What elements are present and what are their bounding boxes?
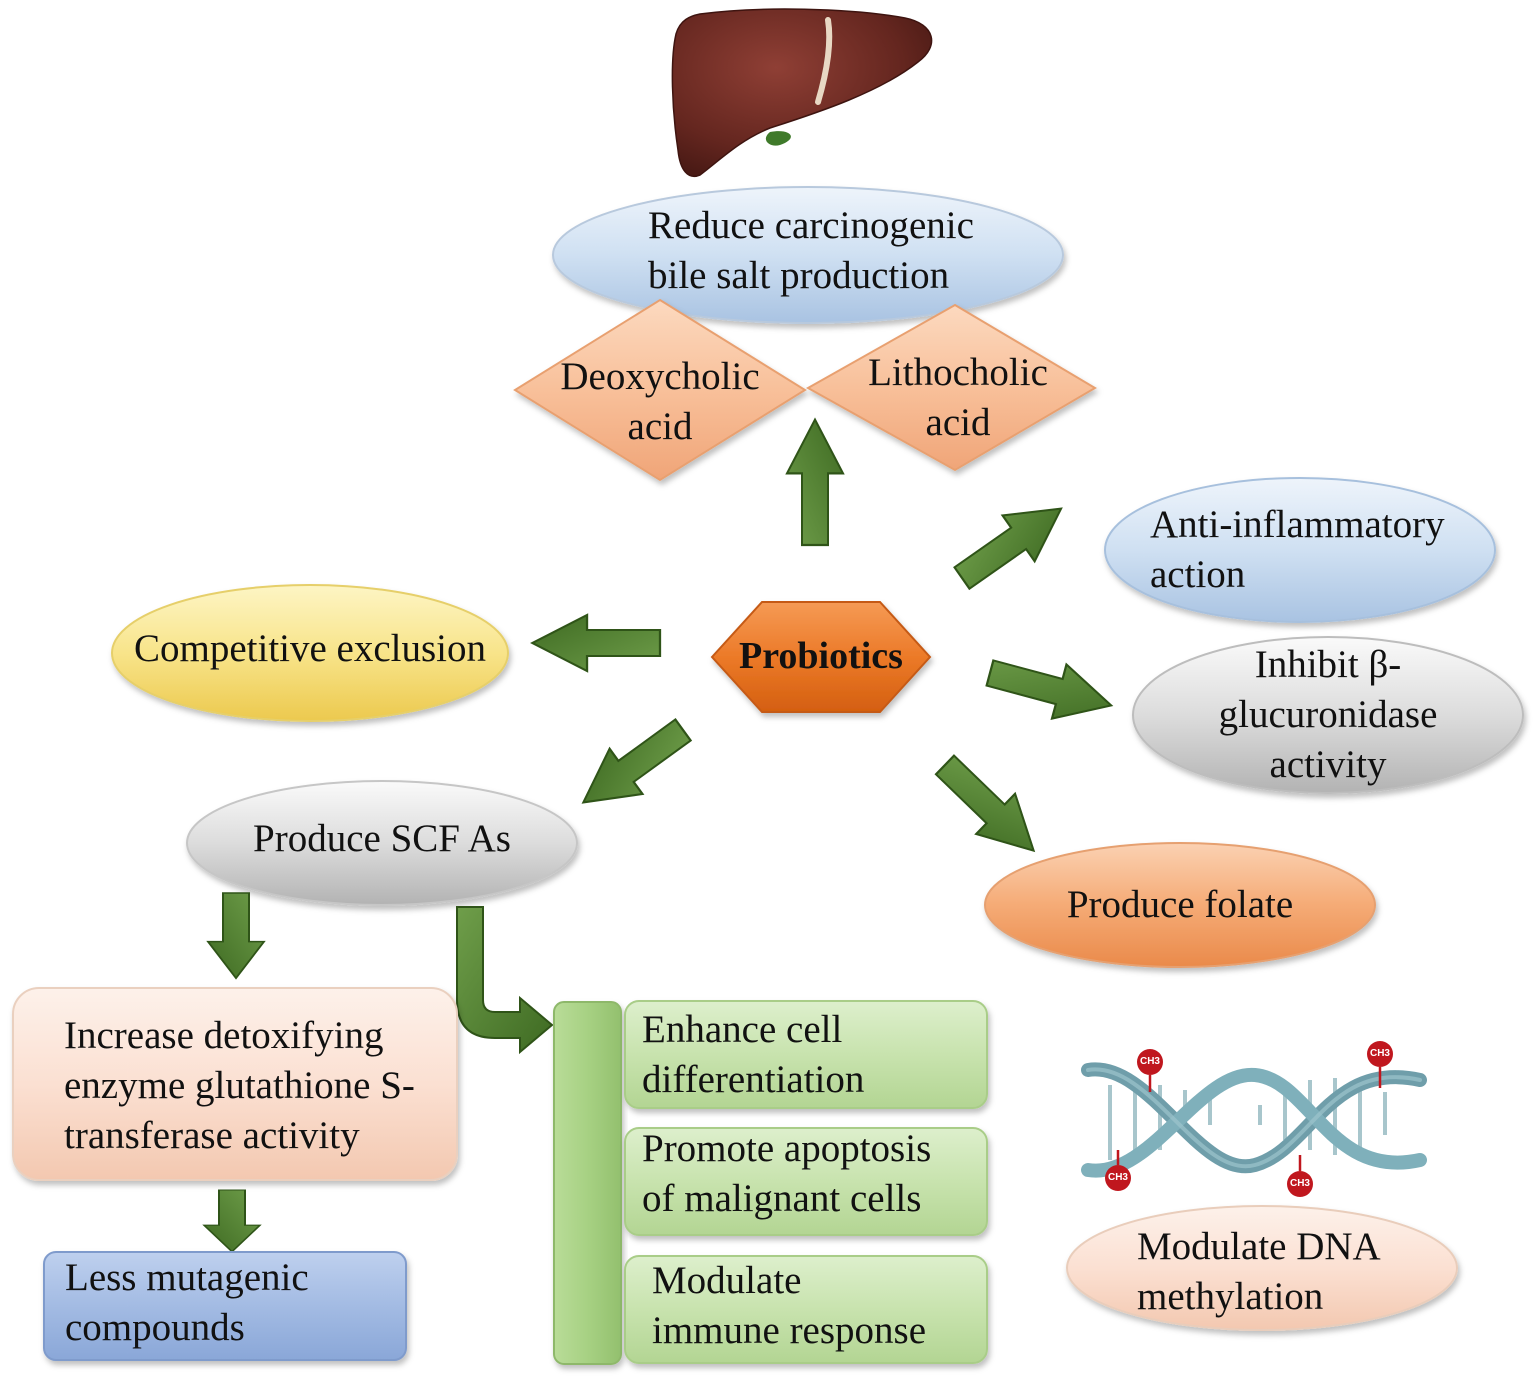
anti-inflammatory-label: Anti-inflammatory action	[1150, 503, 1445, 596]
scfa-label: Produce SCF As	[253, 817, 511, 860]
mutagenic-label: Less mutagenic compounds	[65, 1256, 309, 1349]
detox-box	[12, 987, 458, 1181]
arrow-to-scfa	[565, 706, 701, 827]
ch3-tag: CH3	[1139, 1056, 1160, 1067]
ch3-tag: CH3	[1107, 1172, 1128, 1183]
deoxycholic-diamond	[513, 298, 807, 482]
arrow-to-competitive	[531, 613, 662, 673]
differentiation-box	[624, 1000, 988, 1109]
lithocholic-diamond	[805, 303, 1097, 472]
arrow-to-bile	[785, 418, 845, 547]
dna-methylation-label: Modulate DNA methylation	[1137, 1225, 1381, 1318]
glucuronidase-ellipse	[1132, 636, 1524, 794]
apoptosis-box	[624, 1127, 988, 1236]
dna-helix-icon	[1081, 1041, 1427, 1197]
probiotics-hexagon	[710, 601, 932, 713]
scfa-ellipse	[186, 780, 578, 906]
lithocholic-label: Lithocholic acid	[868, 351, 1048, 444]
immune-label: Modulate immune response	[652, 1259, 927, 1352]
arrow-to-mutagenic	[203, 1189, 261, 1253]
ch3-tag: CH3	[1289, 1178, 1310, 1189]
competitive-exclusion-label: Competitive exclusion	[133, 627, 487, 670]
folate-ellipse	[984, 842, 1376, 968]
arrow-to-green-group	[456, 906, 554, 1055]
arrow-to-anti-inflammatory	[944, 484, 1079, 602]
ch3-tag: CH3	[1369, 1048, 1390, 1059]
probiotics-label: Probiotics	[739, 635, 903, 677]
bile-salt-ellipse	[552, 186, 1064, 324]
green-group-bar	[553, 1001, 622, 1365]
immune-box	[624, 1255, 988, 1364]
folate-label: Produce folate	[1066, 883, 1294, 926]
arrow-to-glucuronidase	[981, 644, 1120, 734]
mutagenic-box	[43, 1251, 407, 1361]
glucuronidase-label: Inhibit β- glucuronidase activity	[1218, 643, 1438, 786]
liver-icon	[671, 8, 933, 177]
detox-label: Increase detoxifying enzyme glutathione …	[64, 1014, 415, 1157]
dna-methylation-ellipse	[1066, 1205, 1458, 1331]
bile-salt-label: Reduce carcinogenic bile salt production	[648, 204, 974, 297]
anti-inflammatory-ellipse	[1104, 477, 1496, 623]
competitive-exclusion-ellipse	[111, 584, 509, 722]
arrow-to-folate	[924, 743, 1055, 872]
differentiation-label: Enhance cell differentiation	[642, 1008, 865, 1101]
deoxycholic-label: Deoxycholic acid	[560, 355, 760, 448]
apoptosis-label: Promote apoptosis of malignant cells	[642, 1127, 932, 1220]
arrow-to-detox	[207, 892, 265, 980]
